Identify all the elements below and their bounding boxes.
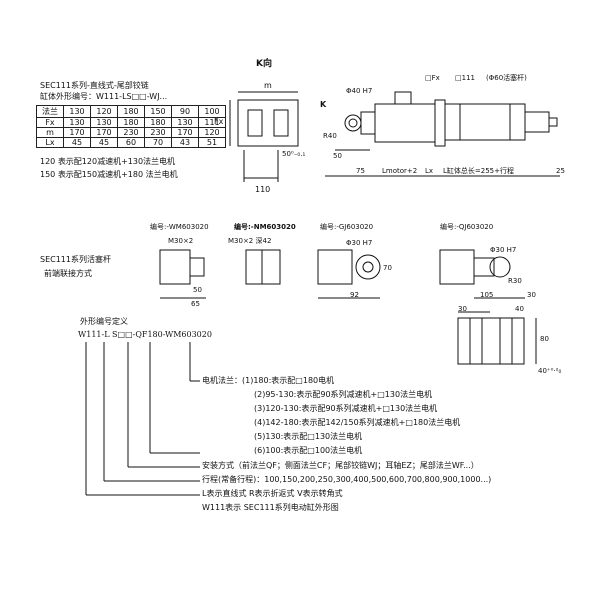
kview-110: 110: [255, 185, 271, 194]
wm-d50: 50: [193, 286, 202, 294]
qj-code: 编号:-QJ603020: [440, 223, 494, 231]
kview-title: K向: [256, 59, 272, 69]
clevis-d40: 40: [515, 305, 524, 313]
wm-code: 编号:-WM603020: [150, 223, 209, 231]
phi40-label: Φ40 H7: [346, 87, 373, 95]
d25-label: 25: [556, 167, 565, 175]
lbody-label: L缸体总长=255+行程: [443, 167, 514, 175]
clevis-tol: 40⁺⁰·²₀: [538, 367, 562, 375]
gj-code: 编号:-GJ603020: [320, 223, 374, 231]
kview-m: m: [264, 81, 272, 90]
rod-end-gj: [317, 249, 381, 299]
d50-label: 50: [333, 152, 342, 160]
kview-fx: Fx: [214, 117, 224, 126]
clevis-bracket: [457, 311, 537, 365]
qj-r30: R30: [508, 277, 522, 285]
kview-outline: [237, 99, 299, 147]
def-item-7: 行程(常备行程)：100,150,200,250,300,400,500,600…: [202, 475, 492, 484]
qj-d105: 105: [480, 291, 494, 299]
series-title: SEC111系列-直线式-尾部铰链: [40, 81, 149, 90]
note-150: 150 表示配150减速机+180 法兰电机: [40, 170, 178, 179]
rod-end: [548, 117, 558, 127]
motor-body: [374, 103, 436, 143]
gj-d70: 70: [383, 264, 392, 272]
def-item-8: L表示直线式 R表示折返式 V表示转角式: [202, 489, 343, 498]
spec-cell: 51: [198, 137, 226, 148]
kview-slot-left: [247, 109, 263, 137]
rod-section-title-2: 前端联接方式: [44, 269, 92, 278]
motor-top-box: [394, 91, 412, 105]
definition-leaders: [85, 342, 200, 496]
def-item-5: (6)100:表示配□100法兰电机: [254, 446, 363, 455]
gj-phi: Φ30 H7: [346, 239, 373, 247]
clevis-d30: 30: [458, 305, 467, 313]
k-arrow-label: K: [320, 100, 327, 109]
def-item-3: (4)142-180:表示配142/150系列减速机+□180法兰电机: [254, 418, 461, 427]
lx-label: Lx: [425, 167, 434, 175]
kview-tol: 50⁰₋₀.₁: [282, 150, 306, 158]
wm-thread: M30×2: [168, 237, 194, 245]
def-item-1: (2)95-130:表示配90系列减速机+□130法兰电机: [254, 390, 433, 399]
definition-title: 外形编号定义: [80, 317, 128, 326]
cylinder-tube: [444, 103, 526, 141]
def-item-4: (5)130:表示配□130法兰电机: [254, 432, 363, 441]
note-120: 120 表示配120减速机+130法兰电机: [40, 157, 176, 166]
def-item-9: W111表示 SEC111系列电动缸外形图: [202, 503, 339, 512]
def-item-0: 电机法兰：(1)180:表示配□180电机: [202, 376, 335, 385]
sq111-note: □111: [455, 74, 475, 82]
lmotor-label: Lmotor+2: [382, 167, 418, 175]
rod-note: (Φ60活塞杆): [486, 74, 527, 82]
qj-d30: 30: [527, 291, 536, 299]
rod-section-title-1: SEC111系列活塞杆: [40, 255, 111, 264]
definition-code: W111-L S□□-QF180-WM603020: [78, 330, 212, 339]
rod-end-qj: [439, 249, 525, 299]
def-item-6: 安装方式（前法兰QF；侧面法兰CF；尾部铰链WJ；耳轴EZ；尾部法兰WF...）: [202, 461, 479, 470]
rear-clevis: [344, 114, 362, 132]
fx-note: □Fx: [425, 74, 440, 82]
rod-end-wm: [159, 249, 206, 299]
gj-d92: 92: [350, 291, 359, 299]
nm-code: 编号:-NM603020: [234, 223, 296, 231]
nm-thread: M30×2 深42: [228, 237, 272, 245]
code-label: 缸体外形编号：W111-LS□□-WJ...: [40, 92, 168, 101]
r40-label: R40: [323, 132, 337, 140]
qj-phi: Φ30 H7: [490, 246, 517, 254]
rod-end-nm: [245, 249, 281, 285]
wm-d65: 65: [191, 300, 200, 308]
clevis-d80: 80: [540, 335, 549, 343]
kview-slot-right: [273, 109, 289, 137]
def-item-2: (3)120-130:表示配90系列减速机+□130法兰电机: [254, 404, 438, 413]
d75-label: 75: [356, 167, 365, 175]
